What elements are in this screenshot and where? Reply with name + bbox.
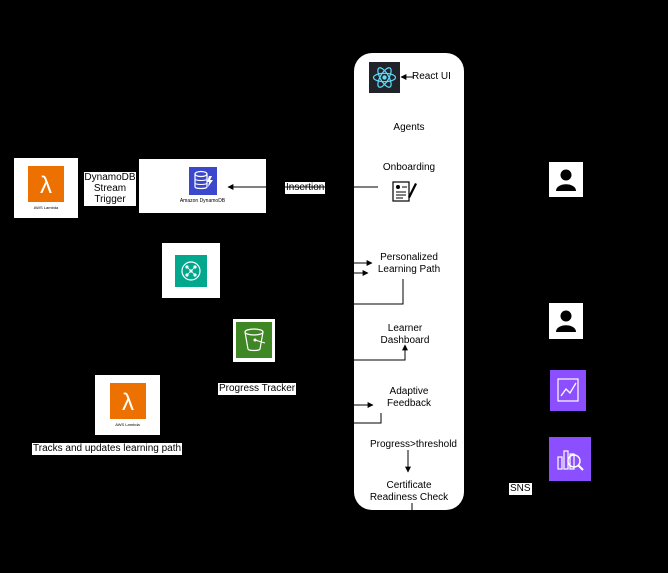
lambda-icon: λ	[28, 166, 64, 202]
dynamodb-box: Amazon DynamoDB	[139, 159, 266, 213]
analytics-icon	[549, 437, 591, 481]
certificate-line1: Certificate	[386, 480, 432, 491]
dashboard-line2: Dashboard	[380, 335, 430, 346]
dynamodb-caption: Amazon DynamoDB	[179, 198, 226, 204]
user-icon	[554, 167, 578, 191]
lambda-caption-bottom: AWS Lambda	[115, 422, 140, 427]
agents-heading: Agents	[393, 122, 425, 133]
personalized-line1: Personalized	[380, 252, 438, 263]
adaptive-line2: Feedback	[387, 398, 431, 409]
s3-box	[233, 319, 275, 362]
sns-label: SNS	[509, 483, 532, 495]
bedrock-box	[162, 243, 220, 298]
react-ui-label: React UI	[412, 71, 451, 82]
lambda-icon: λ	[110, 383, 146, 419]
quicksight-icon	[550, 370, 586, 411]
form-icon	[391, 179, 417, 203]
user-icon	[554, 308, 578, 332]
react-icon	[369, 62, 400, 93]
progress-tracker-label: Progress Tracker	[218, 383, 297, 395]
svg-text:λ: λ	[122, 389, 134, 416]
s3-bucket-icon	[236, 322, 272, 358]
onboarding-label: Onboarding	[382, 162, 436, 173]
dashboard-line1: Learner	[387, 323, 423, 334]
agents-panel	[354, 53, 464, 510]
lambda-caption-top: AWS Lambda	[33, 205, 59, 210]
bedrock-icon	[175, 255, 207, 287]
certificate-line2: Readiness Check	[369, 492, 449, 503]
user-box-bottom	[549, 303, 583, 339]
svg-text:λ: λ	[40, 172, 52, 199]
tracks-updates-label: Tracks and updates learning path	[32, 443, 183, 455]
personalized-line2: Learning Path	[377, 264, 441, 275]
adaptive-line1: Adaptive	[389, 386, 429, 397]
user-box-top	[549, 162, 583, 197]
lambda-box-top: λ AWS Lambda	[14, 158, 78, 218]
dynamodb-stream-trigger-label: DynamoDB Stream Trigger	[84, 172, 136, 206]
dynamodb-icon	[189, 167, 217, 195]
progress-threshold-label: Progress>threshold	[370, 439, 457, 450]
lambda-box-bottom: λ AWS Lambda	[95, 375, 160, 435]
